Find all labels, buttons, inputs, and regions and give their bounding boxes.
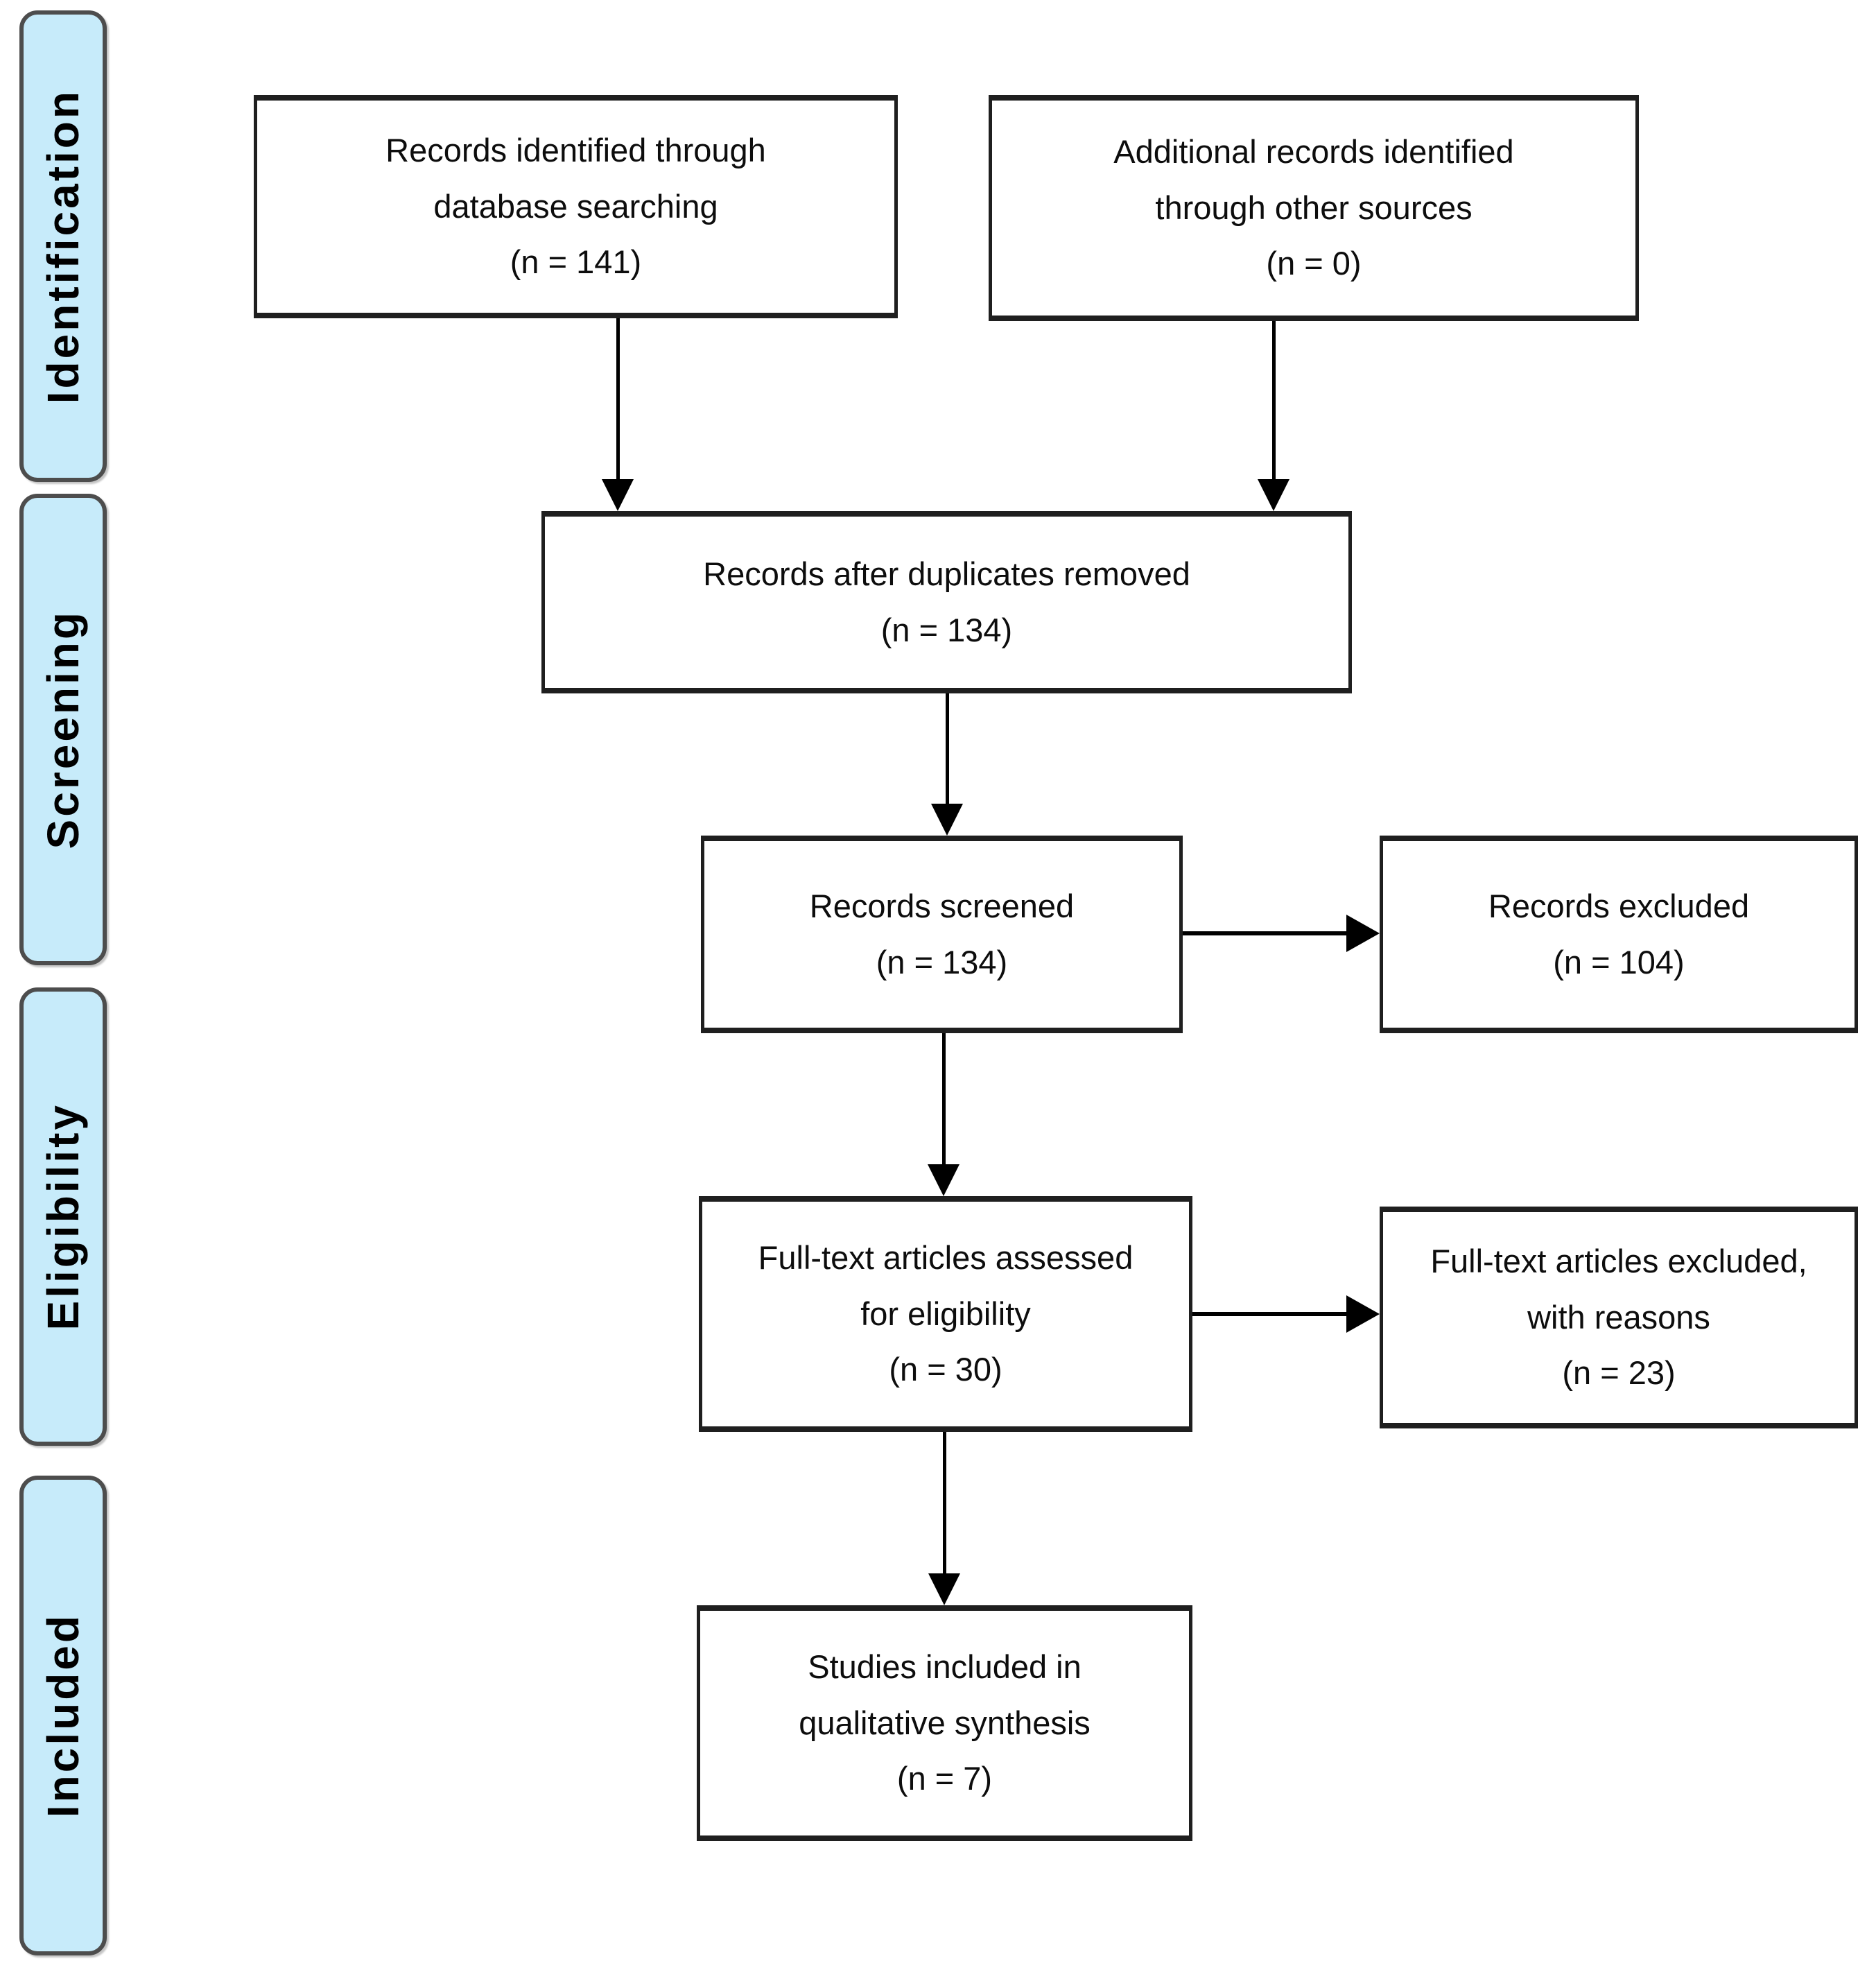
box-records-identified-line2: database searching xyxy=(433,187,718,225)
box-duplicates-removed-count: (n = 134) xyxy=(880,611,1013,648)
box-additional-records-line1: Additional records identified xyxy=(1113,132,1514,170)
arrow-shaft xyxy=(942,1432,946,1575)
box-fulltext-assessed-line1: Full-text articles assessed xyxy=(758,1238,1134,1276)
stage-included-label: Included xyxy=(38,1613,88,1818)
box-duplicates-removed-line1: Records after duplicates removed xyxy=(703,555,1190,592)
box-studies-included: Studies included in qualitative synthesi… xyxy=(697,1605,1192,1841)
arrow-down-icon xyxy=(602,479,634,511)
box-records-excluded-line1: Records excluded xyxy=(1488,887,1750,924)
arrow-shaft xyxy=(616,318,620,481)
arrow-right-icon xyxy=(1346,1295,1380,1333)
arrow-shaft xyxy=(945,693,949,805)
arrow-duplicates-to-screened xyxy=(930,693,964,836)
arrow-identified-to-duplicates xyxy=(601,318,634,511)
arrow-shaft xyxy=(1183,931,1348,935)
arrow-screened-to-fulltext xyxy=(927,1033,960,1196)
box-additional-records-count: (n = 0) xyxy=(1266,245,1362,282)
box-records-identified-count: (n = 141) xyxy=(510,243,642,281)
box-studies-included-count: (n = 7) xyxy=(896,1760,993,1797)
stage-included: Included xyxy=(19,1476,107,1955)
arrow-down-icon xyxy=(931,804,963,836)
box-records-screened: Records screened (n = 134) xyxy=(701,836,1183,1033)
arrow-fulltext-to-excluded xyxy=(1192,1295,1380,1333)
box-fulltext-excluded: Full-text articles excluded, with reason… xyxy=(1380,1207,1858,1428)
box-records-identified: Records identified through database sear… xyxy=(254,95,898,318)
box-records-screened-line1: Records screened xyxy=(809,887,1075,924)
box-fulltext-excluded-line1: Full-text articles excluded, xyxy=(1430,1242,1807,1279)
box-records-excluded-count: (n = 104) xyxy=(1553,943,1685,981)
box-additional-records: Additional records identified through ot… xyxy=(989,95,1639,321)
box-fulltext-excluded-count: (n = 23) xyxy=(1562,1354,1676,1392)
arrow-down-icon xyxy=(1258,479,1289,511)
box-records-excluded: Records excluded (n = 104) xyxy=(1380,836,1858,1033)
arrow-down-icon xyxy=(928,1573,960,1605)
stage-eligibility: Eligibility xyxy=(19,987,107,1446)
stage-screening: Screening xyxy=(19,494,107,965)
arrow-fulltext-to-included xyxy=(928,1432,961,1605)
box-records-screened-count: (n = 134) xyxy=(876,943,1008,981)
stage-eligibility-label: Eligibility xyxy=(38,1103,88,1331)
box-records-identified-line1: Records identified through xyxy=(385,131,766,169)
arrow-down-icon xyxy=(928,1164,959,1196)
box-fulltext-assessed-count: (n = 30) xyxy=(889,1351,1002,1388)
box-fulltext-assessed: Full-text articles assessed for eligibil… xyxy=(699,1196,1192,1432)
box-studies-included-line1: Studies included in xyxy=(808,1648,1082,1685)
box-duplicates-removed: Records after duplicates removed (n = 13… xyxy=(541,511,1352,693)
arrow-screened-to-excluded xyxy=(1183,914,1380,953)
stage-identification-label: Identification xyxy=(38,88,88,404)
box-additional-records-line2: through other sources xyxy=(1155,189,1473,226)
arrow-shaft xyxy=(1192,1312,1348,1316)
arrow-additional-to-duplicates xyxy=(1257,321,1290,511)
box-studies-included-line2: qualitative synthesis xyxy=(799,1704,1091,1741)
box-fulltext-excluded-line2: with reasons xyxy=(1527,1298,1710,1336)
arrow-shaft xyxy=(941,1033,946,1166)
arrow-right-icon xyxy=(1346,915,1380,952)
box-fulltext-assessed-line2: for eligibility xyxy=(860,1295,1031,1332)
stage-identification: Identification xyxy=(19,10,107,482)
arrow-shaft xyxy=(1271,321,1276,481)
stage-screening-label: Screening xyxy=(38,610,88,849)
